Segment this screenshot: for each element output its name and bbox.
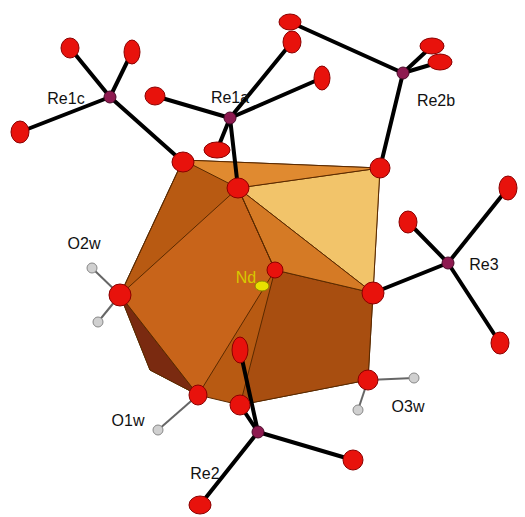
atom-label: Re1a — [211, 89, 249, 107]
atom-label: O1w — [112, 412, 145, 430]
oh-bonds — [92, 268, 414, 430]
rhenium-atoms — [104, 67, 454, 438]
oxygen-atoms — [11, 14, 517, 514]
neodymium-atom — [255, 281, 269, 291]
hydrogen-atoms — [87, 263, 419, 435]
atom-label: Re3 — [469, 256, 498, 274]
atom-label: O2w — [68, 235, 101, 253]
coordination-polyhedron — [120, 160, 380, 405]
atom-label: Re2b — [417, 92, 455, 110]
atom-label: O3w — [392, 398, 425, 416]
atom-label: Nd — [236, 269, 256, 287]
bonds-front — [200, 118, 353, 505]
atom-label: Re1c — [47, 90, 84, 108]
atom-label: Re2 — [190, 465, 219, 483]
